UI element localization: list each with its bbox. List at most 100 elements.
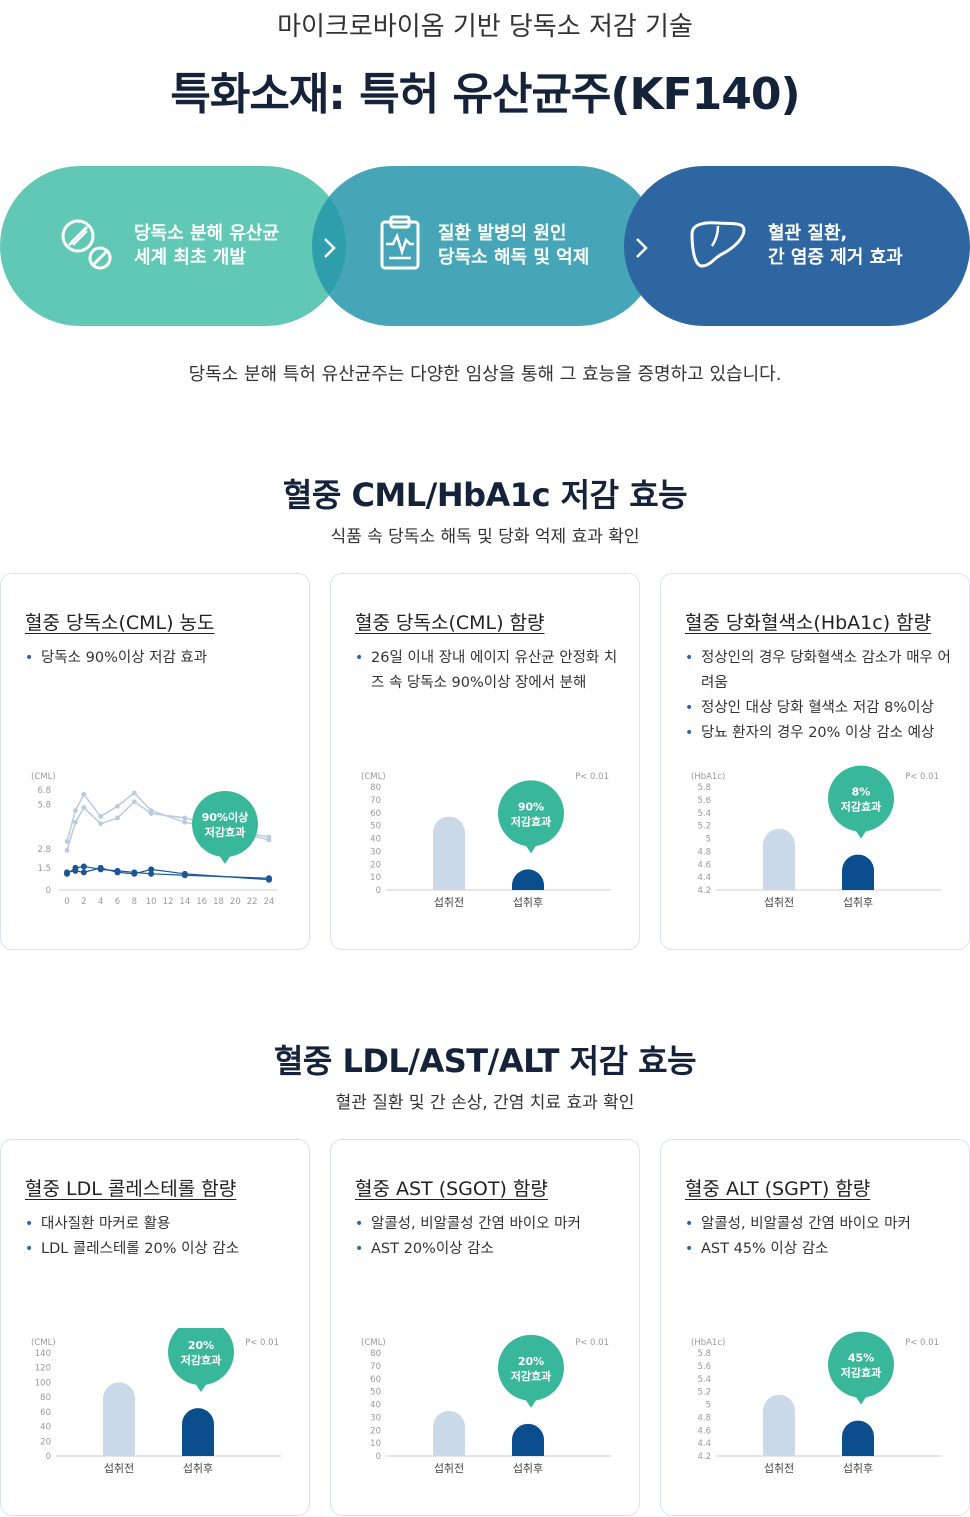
x-tick-label: 14 xyxy=(179,897,190,907)
y-tick-label: 40 xyxy=(370,1401,381,1411)
data-point xyxy=(148,870,155,877)
liver-icon xyxy=(690,221,746,268)
data-point xyxy=(148,811,154,816)
y-tick-label: 4.2 xyxy=(697,1452,711,1462)
data-point xyxy=(64,869,70,876)
y-tick-label: 0 xyxy=(46,1452,51,1462)
bullet-list: 26일 이내 장내 에이지 유산균 안정화 치즈 속 당독소 90%이상 장에서… xyxy=(355,646,625,696)
p-value-label: P< 0.01 xyxy=(575,1338,609,1348)
y-tick-label: 0 xyxy=(46,886,51,896)
reduction-badge xyxy=(828,1331,894,1398)
card-hba1c-content: 혈중 당화혈색소(HbA1c) 함량 정상인의 경우 당화혈색소 감소가 매우 … xyxy=(660,573,970,950)
data-point xyxy=(115,815,120,821)
badge-label: 저감효과 xyxy=(511,1369,551,1383)
badge-label: 저감효과 xyxy=(841,800,881,814)
data-point xyxy=(115,803,120,809)
card-title: 혈중 당독소(CML) 농도 xyxy=(25,612,215,634)
x-category-label: 섭취후 xyxy=(513,896,543,909)
bullet-list: 알콜성, 비알콜성 간염 바이오 마커 AST 20%이상 감소 xyxy=(355,1212,625,1262)
y-tick-label: 5.4 xyxy=(697,809,711,819)
card-ldl-content: 혈중 LDL 콜레스테롤 함량 대사질환 마커로 활용 LDL 콜레스테롤 20… xyxy=(0,1139,310,1516)
data-point xyxy=(182,819,188,825)
data-point xyxy=(266,837,272,843)
bar-after xyxy=(842,1420,874,1456)
data-point xyxy=(131,870,138,877)
x-category-label: 섭취후 xyxy=(843,1462,873,1475)
data-point xyxy=(73,808,78,813)
bullet-list: 정상인의 경우 당화혈색소 감소가 매우 어려움 정상인 대상 당화 혈색소 저… xyxy=(685,646,955,746)
bullet-list: 대사질환 마커로 활용 LDL 콜레스테롤 20% 이상 감소 xyxy=(25,1212,295,1262)
y-tick-label: 4.2 xyxy=(697,886,711,896)
y-axis-unit: (CML) xyxy=(31,772,56,782)
x-category-label: 섭취전 xyxy=(434,896,464,909)
data-point xyxy=(181,870,188,877)
x-category-label: 섭취후 xyxy=(843,896,873,909)
y-tick-label: 0 xyxy=(376,1452,381,1462)
y-axis-unit: (CML) xyxy=(361,1338,386,1348)
y-tick-label: 5.2 xyxy=(697,1388,711,1398)
data-point xyxy=(64,839,70,844)
y-tick-label: 5.8 xyxy=(37,801,51,811)
bullet-item: 대사질환 마커로 활용 xyxy=(25,1212,295,1237)
eyebrow-text: 마이크로바이옴 기반 당독소 저감 기술 xyxy=(277,12,693,42)
chevron-right-icon xyxy=(636,238,648,258)
data-point xyxy=(97,864,104,871)
bullet-item: AST 45% 이상 감소 xyxy=(685,1237,955,1262)
bullet-item: 정상인의 경우 당화혈색소 감소가 매우 어려움 xyxy=(685,646,955,696)
reduction-badge xyxy=(498,780,564,847)
y-tick-label: 4.6 xyxy=(697,1426,711,1436)
intro-text: 당독소 분해 특허 유산균주는 다양한 임상을 통해 그 효능을 증명하고 있습… xyxy=(188,364,782,385)
x-category-label: 섭취전 xyxy=(764,1462,794,1475)
data-point xyxy=(72,867,79,874)
card-title: 혈중 AST (SGOT) 함량 xyxy=(355,1178,548,1200)
card-cml-concentration: 혈중 당독소(CML) 농도 당독소 90%이상 저감 효과 (CML)01.5… xyxy=(0,573,310,950)
bullet-list: 알콜성, 비알콜성 간염 바이오 마커 AST 45% 이상 감소 xyxy=(685,1212,955,1262)
y-tick-label: 5.2 xyxy=(697,822,711,832)
badge-value: 90%이상 xyxy=(202,810,249,824)
section-2-title: 혈중 LDL/AST/ALT 저감 효능 xyxy=(273,1042,697,1080)
step-pill-2: 질환 발병의 원인 당독소 해독 및 억제 xyxy=(312,166,658,326)
badge-value: 20% xyxy=(518,1355,544,1368)
x-tick-label: 24 xyxy=(264,897,275,907)
x-category-label: 섭취전 xyxy=(764,896,794,909)
data-point xyxy=(98,814,104,819)
y-tick-label: 80 xyxy=(370,783,381,793)
step-3-line2: 간 염증 제거 효과 xyxy=(768,247,903,268)
y-tick-label: 6.8 xyxy=(37,786,51,796)
badge-value: 45% xyxy=(848,1352,874,1365)
y-tick-label: 60 xyxy=(370,809,381,819)
p-value-label: P< 0.01 xyxy=(575,772,609,782)
data-point xyxy=(266,876,272,883)
y-tick-label: 20 xyxy=(370,1426,381,1436)
y-axis-unit: (CML) xyxy=(361,772,386,782)
step-1-line1: 당독소 분해 유산균 xyxy=(134,223,280,244)
y-tick-label: 5 xyxy=(706,835,711,845)
hba1c-bar-chart-svg: (HbA1c)P< 0.014.24.44.64.855.25.45.65.8섭… xyxy=(691,765,941,909)
card-title: 혈중 LDL 콜레스테롤 함량 xyxy=(25,1178,237,1200)
x-tick-label: 6 xyxy=(115,897,120,907)
y-tick-label: 80 xyxy=(40,1393,51,1403)
y-tick-label: 5.8 xyxy=(697,1349,711,1359)
step-1-line2: 세계 최초 개발 xyxy=(134,247,246,268)
y-tick-label: 4.8 xyxy=(697,1413,711,1423)
x-tick-label: 18 xyxy=(213,897,224,907)
data-point xyxy=(81,791,87,797)
reduction-badge xyxy=(498,1334,564,1401)
y-tick-label: 60 xyxy=(40,1408,51,1418)
y-tick-label: 2.8 xyxy=(37,845,51,855)
x-tick-label: 20 xyxy=(230,897,241,907)
step-2-line1: 질환 발병의 원인 xyxy=(438,223,567,244)
data-point xyxy=(80,869,87,876)
y-tick-label: 4.4 xyxy=(697,873,711,883)
bullet-item: LDL 콜레스테롤 20% 이상 감소 xyxy=(25,1237,295,1262)
x-tick-label: 2 xyxy=(81,897,86,907)
section-2-subtitle: 혈관 질환 및 간 손상, 간염 치료 효과 확인 xyxy=(335,1093,635,1113)
bullet-item: 정상인 대상 당화 혈색소 저감 8%이상 xyxy=(685,696,955,721)
step-2-text: 질환 발병의 원인 당독소 해독 및 억제 xyxy=(438,222,589,270)
bar-after xyxy=(512,1423,544,1456)
data-point xyxy=(73,819,78,825)
bullet-item: 알콜성, 비알콜성 간염 바이오 마커 xyxy=(685,1212,955,1237)
